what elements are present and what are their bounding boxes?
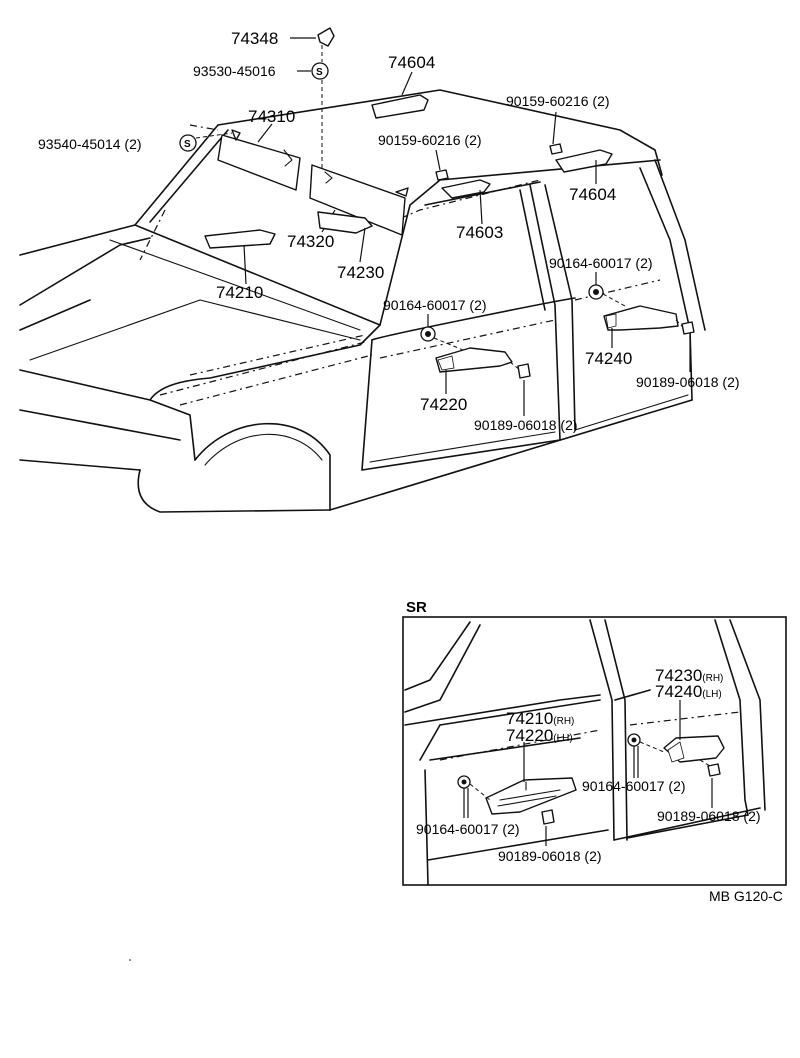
part-74220	[435, 347, 521, 394]
label-90189-06018-lower: 90189-06018 (2)	[474, 417, 578, 433]
diagram-code: MB G120-C	[709, 888, 783, 904]
vehicle-body-outline	[19, 89, 706, 513]
label-74310: 74310	[248, 107, 295, 126]
sr-parts	[457, 700, 725, 846]
clip-90189-a	[681, 321, 695, 372]
sr-label-90189-06018-right: 90189-06018 (2)	[657, 808, 761, 824]
part-74603-assist-grip	[441, 179, 491, 225]
part-74348-clip	[290, 27, 335, 62]
main-parts	[179, 27, 695, 416]
label-74240: 74240	[585, 349, 632, 368]
label-74210: 74210	[216, 283, 263, 302]
part-74310-sun-visor	[217, 123, 301, 191]
sr-clip-90189-right	[707, 763, 721, 777]
label-90159-60216-left: 90159-60216 (2)	[378, 132, 482, 148]
label-74220: 74220	[420, 395, 467, 414]
screw-93530	[297, 62, 329, 168]
sr-part-74210-74220	[485, 777, 577, 815]
clip-90164-a	[588, 272, 626, 307]
screw-90159-b	[549, 111, 563, 155]
sr-label-90189-06018-left: 90189-06018 (2)	[498, 848, 602, 864]
part-74210	[204, 229, 276, 285]
screw-93540	[179, 132, 233, 152]
sr-label-74220: 74220(LH)	[506, 726, 573, 745]
label-90164-60017-right: 90164-60017 (2)	[549, 255, 653, 271]
sr-label-90164-60017-right: 90164-60017 (2)	[582, 778, 686, 794]
label-93540-45014: 93540-45014 (2)	[38, 136, 142, 152]
label-74230: 74230	[337, 263, 384, 282]
screw-90159-a	[435, 149, 449, 181]
scan-speck	[129, 959, 131, 961]
s-mark-label-1: S	[316, 67, 323, 78]
sr-label-74230: 74230(RH)	[655, 666, 723, 685]
sr-clip-90189-left	[541, 809, 555, 825]
label-74320: 74320	[287, 232, 334, 251]
label-93530-45016: 93530-45016	[193, 63, 276, 79]
sr-label-90164-60017-left: 90164-60017 (2)	[416, 821, 520, 837]
label-90189-06018-right: 90189-06018 (2)	[636, 374, 740, 390]
clip-90189-b	[517, 363, 531, 416]
part-74604-assist-grip-rear	[555, 149, 613, 184]
sr-labels: 74230(RH) 74240(LH) 74210(RH) 74220(LH) …	[416, 666, 761, 864]
sr-inset-title: SR	[406, 599, 427, 616]
sr-vehicle-outline	[404, 619, 766, 885]
sr-label-74240: 74240(LH)	[655, 682, 722, 701]
part-74240	[603, 305, 685, 348]
part-74604-assist-grip-top	[371, 71, 429, 119]
main-labels: 74348 93530-45016 S 74604 74310 93540-45…	[38, 29, 740, 433]
sr-label-74210: 74210(RH)	[506, 709, 574, 728]
label-90164-60017-left: 90164-60017 (2)	[383, 297, 487, 313]
label-74604-top: 74604	[388, 53, 435, 72]
s-mark-label-2: S	[184, 139, 191, 150]
sr-inset-frame	[402, 616, 787, 886]
part-74230	[317, 211, 373, 263]
label-74603: 74603	[456, 223, 503, 242]
sr-inset: SR	[402, 599, 787, 886]
label-90159-60216-right: 90159-60216 (2)	[506, 93, 610, 109]
label-74348: 74348	[231, 29, 278, 48]
label-74604-rear: 74604	[569, 185, 616, 204]
